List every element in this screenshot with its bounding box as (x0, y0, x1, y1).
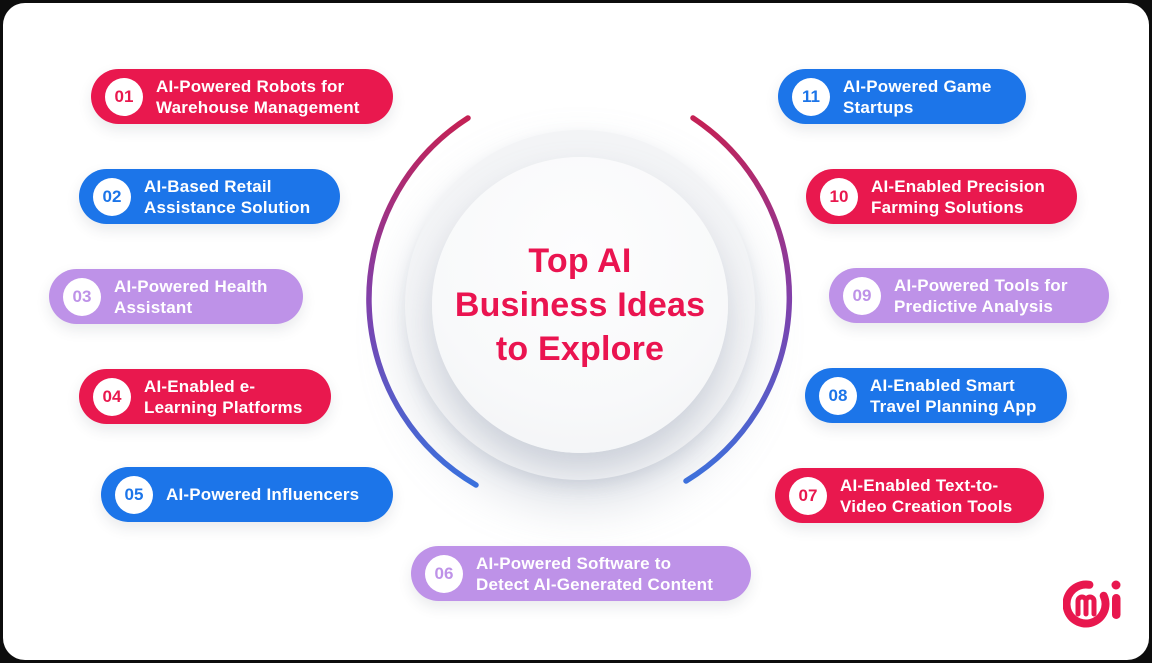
idea-pill-07: 07 AI-Enabled Text-to-Video Creation Too… (775, 468, 1044, 523)
item-number-badge: 09 (843, 276, 881, 315)
item-label: AI-Powered Influencers (166, 485, 360, 504)
idea-pill-04: 04 AI-Enabled e-Learning Platforms (79, 369, 331, 424)
title-line: Business Ideas (454, 286, 706, 324)
item-number-badge: 05 (115, 475, 153, 514)
item-label: AI-Enabled Text-to-Video Creation Tools (840, 475, 1013, 516)
mi-logo-icon (1063, 580, 1121, 628)
title-line: to Explore (495, 330, 665, 368)
item-number-badge: 08 (819, 376, 857, 415)
item-number-badge: 06 (425, 554, 463, 593)
item-number-badge: 03 (63, 277, 101, 316)
item-number-badge: 04 (93, 377, 131, 416)
infographic-canvas: Top AI Business Ideas to Explore 01 AI-P… (3, 3, 1149, 660)
item-number-badge: 01 (105, 77, 143, 116)
title-line: Top AI (528, 242, 632, 280)
item-number-badge: 11 (792, 77, 830, 116)
idea-pill-05: 05 AI-Powered Influencers (101, 467, 393, 522)
item-label: AI-Enabled e-Learning Platforms (144, 376, 303, 417)
item-number-badge: 07 (789, 476, 827, 515)
center-circle: Top AI Business Ideas to Explore (432, 157, 728, 453)
infographic-title: Top AI Business Ideas to Explore (455, 239, 705, 371)
item-number-badge: 10 (820, 177, 858, 216)
item-number-badge: 02 (93, 177, 131, 216)
